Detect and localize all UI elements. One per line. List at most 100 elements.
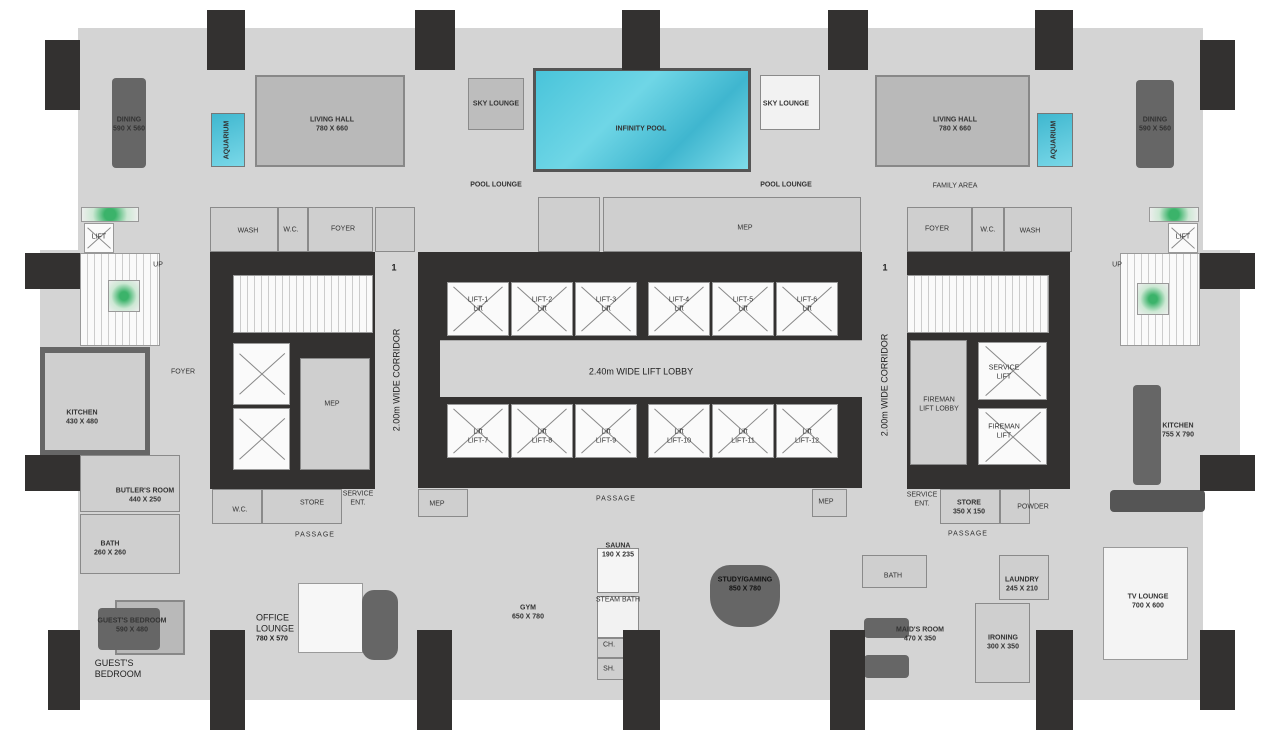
study-table: [710, 565, 780, 627]
label-infinity-pool: INFINITY POOL: [615, 125, 667, 133]
foyer-top-left: [308, 207, 373, 252]
label-mep-bottom-left: MEP: [429, 500, 445, 508]
wash-right: [1004, 207, 1072, 252]
lift-9: [575, 404, 637, 458]
pillar: [25, 455, 80, 491]
guest-bed: [98, 608, 160, 650]
fireman-lobby: [910, 340, 967, 465]
floor-wing-right: [1200, 250, 1240, 490]
label-family-area: FAMILY AREA: [932, 182, 978, 190]
store-right: [940, 489, 1000, 524]
planter-left: [81, 207, 139, 222]
core-shaft-left-1: [233, 343, 290, 405]
kitchen-island-right: [1133, 385, 1161, 485]
lift-10: [648, 404, 710, 458]
planter-right: [1149, 207, 1199, 222]
pillar: [1200, 253, 1255, 289]
sky-lounge-right: [760, 75, 820, 130]
corridor-number-right: 1: [882, 262, 888, 273]
pillar: [1036, 630, 1073, 730]
label-mep-core: MEP: [324, 400, 340, 408]
lift-12: [776, 404, 838, 458]
pillar: [1200, 455, 1255, 491]
living-hall-right-rug: [875, 75, 1030, 167]
powder-room: [1000, 489, 1030, 524]
label-wash-right: WASH: [1019, 227, 1041, 235]
pillar: [25, 253, 80, 289]
corridor-left-top: [375, 207, 415, 252]
label-shower: SH.: [603, 665, 615, 673]
pillar: [830, 630, 865, 730]
lift-1: [447, 282, 509, 336]
pillar: [622, 10, 660, 70]
label-wc-left: W.C.: [283, 226, 299, 234]
mep-core: [300, 358, 370, 470]
label-pool-lounge-left: POOL LOUNGE: [470, 181, 522, 189]
mep-top: [603, 197, 861, 252]
label-bath-right: BATH: [883, 572, 903, 580]
wc-bottom: [212, 489, 262, 524]
label-foyer-left: FOYER: [170, 368, 196, 376]
label-powder: POWDER: [1017, 503, 1049, 511]
tv-lounge-rug: [1103, 547, 1188, 660]
label-aquarium-left: AQUARIUM: [223, 120, 231, 160]
label-sky-lounge-left: SKY LOUNGE: [472, 100, 520, 108]
mep-bottom-left: [418, 489, 468, 517]
kitchen-left: [40, 347, 150, 455]
core-stair-right: [907, 275, 1049, 333]
pillar: [415, 10, 455, 70]
pillar: [1200, 40, 1235, 110]
lift-11: [712, 404, 774, 458]
label-aquarium-right: AQUARIUM: [1050, 120, 1058, 160]
label-changing: CH.: [602, 641, 616, 649]
private-lift-right: [1168, 223, 1198, 253]
pillar: [210, 630, 245, 730]
sauna: [597, 548, 639, 593]
private-lift-left: [84, 223, 114, 253]
label-steam-bath: STEAM BATH: [595, 596, 641, 604]
lift-7: [447, 404, 509, 458]
infinity-pool: [533, 68, 751, 172]
bath-left: [80, 514, 180, 574]
lift-8: [511, 404, 573, 458]
bath-right: [862, 555, 927, 588]
lift-2: [511, 282, 573, 336]
lift-lobby: [440, 340, 862, 397]
stair-void-plant-left: [108, 280, 140, 312]
foyer-top-right: [907, 207, 972, 252]
label-lift-left: LIFT: [91, 233, 107, 241]
pillar: [623, 630, 660, 730]
service-lift: [978, 342, 1047, 400]
kitchen-counter-right: [1110, 490, 1205, 512]
aquarium-right: [1037, 113, 1073, 167]
lift-lobby-label: 2.40m WIDE LIFT LOBBY: [588, 366, 694, 377]
sky-lounge-left: [468, 78, 524, 130]
wc-left: [278, 207, 308, 252]
pillar: [1035, 10, 1073, 70]
pillar: [417, 630, 452, 730]
lift-5: [712, 282, 774, 336]
stair-void-plant-right: [1137, 283, 1169, 315]
lift-6: [776, 282, 838, 336]
